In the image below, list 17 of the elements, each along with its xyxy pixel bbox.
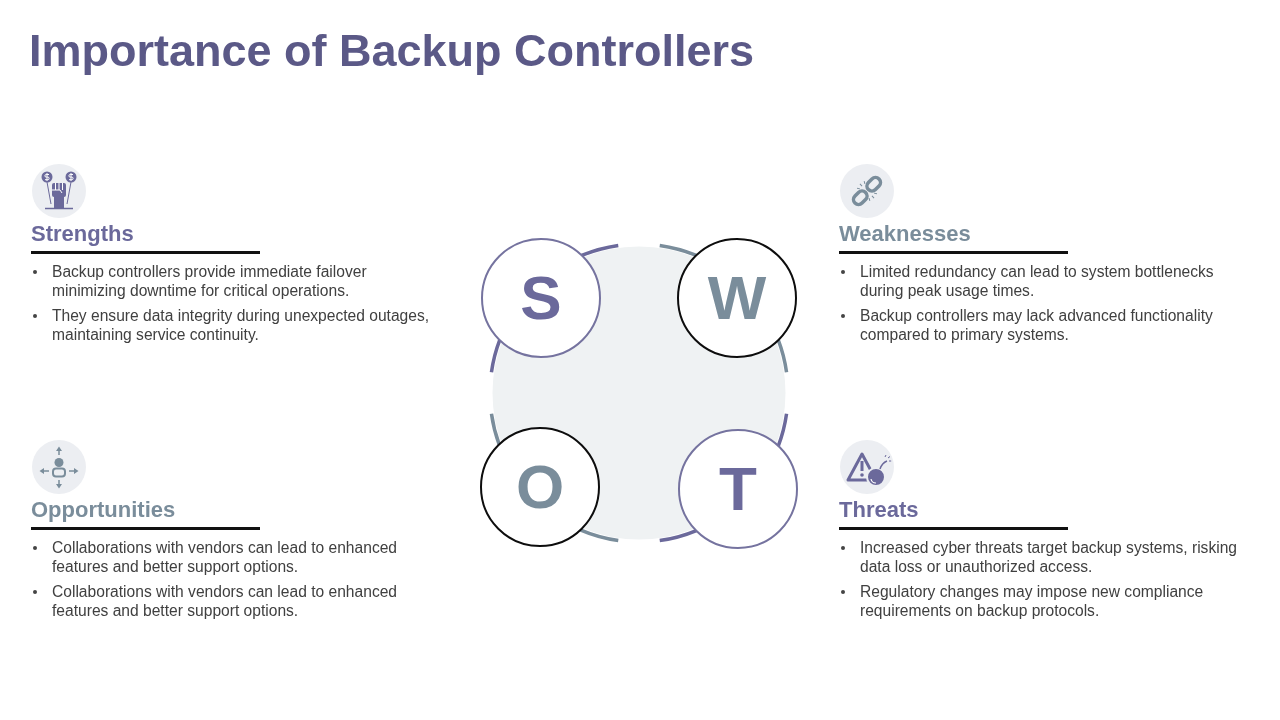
bullet-text: Backup controllers may lack advanced functionality compared to primary systems.: [860, 306, 1214, 344]
section-heading: Strengths: [31, 221, 134, 247]
bullet-text: Limited redundancy can lead to system bottlenecks during peak usage times.: [860, 262, 1215, 300]
swot-letter-circle: S: [481, 238, 601, 358]
section-heading: Weaknesses: [839, 221, 971, 247]
bullet-text: Backup controllers provide immediate failover minimizing downtime for critical operations.: [52, 262, 368, 300]
bullet-text: Increased cyber threats target backup systems, risking data loss or unauthorized access.: [860, 538, 1238, 576]
swot-letter-circle: W: [677, 238, 797, 358]
bullet-text: Regulatory changes may impose new compliance requirements on backup protocols.: [860, 582, 1205, 620]
bullet-text: Collaborations with vendors can lead to enhanced features and better support options.: [52, 582, 399, 620]
section-heading: Threats: [839, 497, 919, 523]
bullet-text: They ensure data integrity during unexpected outages, maintaining service continuity.: [52, 306, 431, 344]
page-title: Importance of Backup Controllers: [29, 25, 755, 77]
bullet-text: Collaborations with vendors can lead to enhanced features and better support options.: [52, 538, 399, 576]
swot-letter-circle: O: [480, 427, 600, 547]
section-heading: Opportunities: [31, 497, 176, 523]
swot-letter-circle: T: [678, 429, 798, 549]
